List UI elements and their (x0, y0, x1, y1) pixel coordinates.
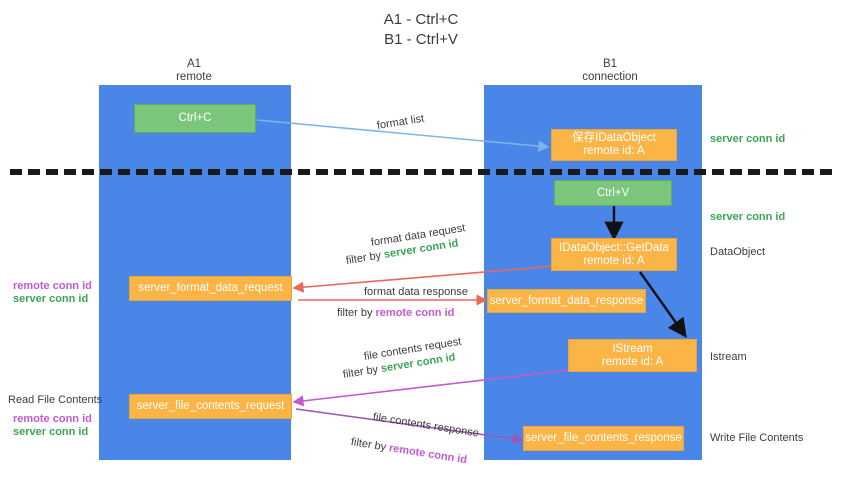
box-save-idataobject[interactable]: 保存IDataObject remote id: A (551, 129, 677, 161)
note-right-write-file-contents: Write File Contents (710, 431, 803, 445)
title-line-2: B1 - Ctrl+V (384, 31, 458, 48)
title-line-1: A1 - Ctrl+C (383, 11, 459, 28)
box-server-file-contents-response-label: server_file_contents_response (525, 432, 682, 444)
note-text: server conn id (13, 426, 89, 438)
note-text: Write File Contents (710, 432, 804, 444)
note-text: DataObject (710, 246, 766, 258)
lane-header-b1: B1 connection (540, 58, 680, 84)
connector-label-format-data-response-filter: filter by remote conn id (337, 306, 454, 320)
box-server-format-data-request[interactable]: server_format_data_request (129, 276, 292, 301)
lane-a1-sub: remote (176, 71, 212, 83)
note-right-server-conn-id-mid: server conn id (710, 210, 785, 224)
box-save-idataobject-line2: remote id: A (583, 145, 645, 157)
lane-b1-name: B1 (602, 58, 618, 70)
box-server-format-data-request-label: server_format_data_request (138, 282, 283, 294)
box-server-file-contents-request[interactable]: server_file_contents_request (129, 394, 292, 419)
note-left-read-file-contents: Read File Contents (8, 393, 102, 407)
box-istream-line1: IStream (612, 342, 653, 355)
note-left-server-conn-id-1: server conn id (13, 292, 88, 306)
connector-label-format-list-text: format list (376, 112, 426, 132)
box-idataobject-getdata-line2: remote id: A (583, 254, 645, 267)
note-text: server conn id (13, 293, 89, 305)
note-text: remote conn id (13, 280, 92, 292)
box-idataobject-getdata[interactable]: IDataObject::GetData remote id: A (551, 238, 677, 271)
box-istream-line2: remote id: A (601, 355, 664, 368)
filter-prefix: filter by (350, 436, 390, 454)
note-text: Read File Contents (8, 394, 103, 406)
note-text: Istream (710, 351, 747, 363)
lane-header-a1: A1 remote (124, 58, 264, 84)
note-left-remote-conn-id-2: remote conn id (13, 412, 92, 426)
note-right-server-conn-id-top: server conn id (710, 132, 785, 146)
box-ctrl-c[interactable]: Ctrl+C (134, 104, 256, 133)
lane-b1-sub: connection (582, 71, 638, 83)
phase-divider (10, 169, 832, 175)
connector-label-format-data-response: format data response (364, 285, 468, 299)
lane-a1-name: A1 (186, 58, 202, 70)
note-left-server-conn-id-2: server conn id (13, 425, 88, 439)
box-idataobject-getdata-line1: IDataObject::GetData (559, 241, 669, 254)
connector-label-format-list: format list (376, 112, 425, 133)
box-server-format-data-response-label: server_format_data_response (489, 294, 644, 307)
box-server-format-data-response[interactable]: server_format_data_response (487, 289, 646, 313)
note-text: server conn id (710, 211, 786, 223)
note-right-istream: Istream (710, 350, 747, 364)
connector-label-format-data-response-text: format data response (364, 286, 468, 298)
filter-value-remote-conn-id: remote conn id (388, 442, 468, 467)
box-save-idataobject-line1: 保存IDataObject (572, 132, 656, 144)
box-ctrl-v[interactable]: Ctrl+V (554, 180, 672, 206)
box-ctrl-c-label: Ctrl+C (178, 112, 212, 124)
box-istream[interactable]: IStream remote id: A (568, 339, 697, 372)
box-server-file-contents-request-label: server_file_contents_request (136, 400, 285, 412)
box-server-file-contents-response[interactable]: server_file_contents_response (523, 426, 684, 451)
connector-label-file-contents-response: file contents response (372, 410, 480, 441)
note-text: server conn id (710, 133, 786, 145)
filter-prefix: filter by (342, 363, 382, 381)
box-ctrl-v-label: Ctrl+V (596, 186, 630, 199)
filter-prefix: filter by (337, 307, 376, 319)
page-title: A1 - Ctrl+C B1 - Ctrl+V (0, 10, 842, 50)
note-right-dataobject: DataObject (710, 245, 765, 259)
filter-prefix: filter by (345, 249, 385, 267)
connector-label-file-contents-response-text: file contents response (372, 411, 480, 440)
filter-value-remote-conn-id: remote conn id (375, 307, 455, 319)
note-text: remote conn id (13, 413, 92, 425)
note-left-remote-conn-id-1: remote conn id (13, 279, 92, 293)
connector-label-file-contents-response-filter: filter by remote conn id (350, 435, 468, 467)
